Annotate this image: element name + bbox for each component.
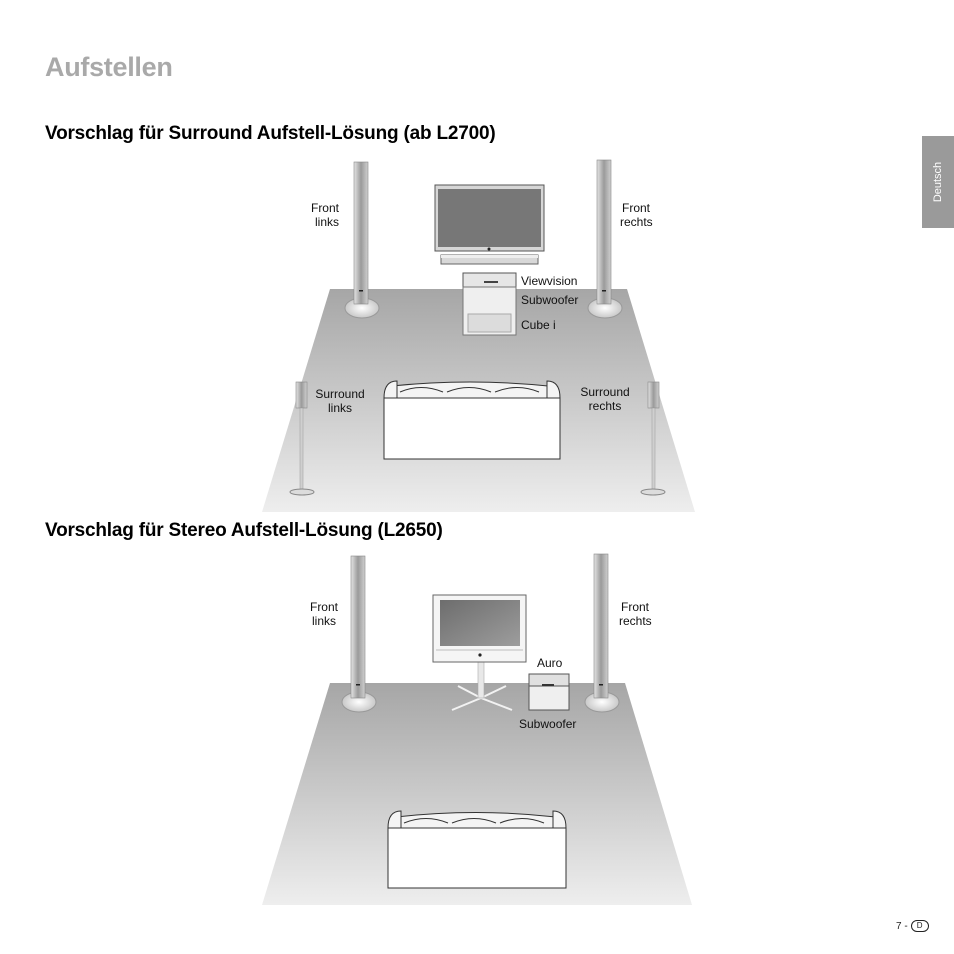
label-front-right-line1: Front bbox=[622, 201, 651, 215]
stereo-setup-diagram: Front links Front rechts Auro Subwoofer bbox=[262, 553, 692, 905]
front-left-speaker-icon bbox=[341, 555, 377, 713]
front-right-speaker-icon bbox=[584, 553, 620, 713]
stereo-section-heading: Vorschlag für Stereo Aufstell-Lösung (L2… bbox=[45, 520, 443, 541]
language-tab: Deutsch bbox=[922, 136, 954, 228]
tv-icon bbox=[434, 184, 545, 265]
page-title: Aufstellen bbox=[45, 52, 173, 82]
label-subwoofer: Subwoofer bbox=[519, 717, 576, 731]
front-left-speaker-icon bbox=[344, 161, 380, 319]
label-front-right-line2: rechts bbox=[620, 215, 653, 229]
page-number-text: 7 - bbox=[896, 920, 908, 932]
label-auro: Auro bbox=[537, 656, 563, 670]
language-badge: D bbox=[910, 920, 929, 932]
label-surround-right-line1: Surround bbox=[580, 385, 629, 399]
surround-section-heading: Vorschlag für Surround Aufstell-Lösung (… bbox=[45, 123, 496, 144]
page-number: 7 - D bbox=[896, 920, 929, 932]
label-surround-right-line2: rechts bbox=[589, 399, 622, 413]
tv-on-stand-icon bbox=[432, 594, 527, 711]
subwoofer-icon bbox=[528, 673, 570, 711]
label-front-right-line1: Front bbox=[621, 600, 650, 614]
label-surround-left-line1: Surround bbox=[315, 387, 364, 401]
surround-right-speaker-icon bbox=[640, 381, 666, 496]
label-front-left-line1: Front bbox=[310, 600, 339, 614]
room-floor bbox=[262, 683, 692, 905]
label-front-right-line2: rechts bbox=[619, 614, 652, 628]
front-right-speaker-icon bbox=[587, 159, 623, 319]
label-front-left-line2: links bbox=[312, 614, 336, 628]
label-surround-left-line2: links bbox=[328, 401, 352, 415]
sofa-icon bbox=[387, 810, 567, 889]
sofa-icon bbox=[383, 380, 561, 460]
surround-left-speaker-icon bbox=[289, 381, 315, 496]
label-front-left-line2: links bbox=[315, 215, 339, 229]
label-front-left-line1: Front bbox=[311, 201, 340, 215]
label-cube: Cube i bbox=[521, 318, 556, 332]
label-viewvision: Viewvision bbox=[521, 274, 577, 288]
label-subwoofer: Subwoofer bbox=[521, 293, 578, 307]
subwoofer-cube-icon bbox=[462, 272, 517, 336]
surround-setup-diagram: Front links Front rechts Viewvision Subw… bbox=[262, 159, 695, 512]
